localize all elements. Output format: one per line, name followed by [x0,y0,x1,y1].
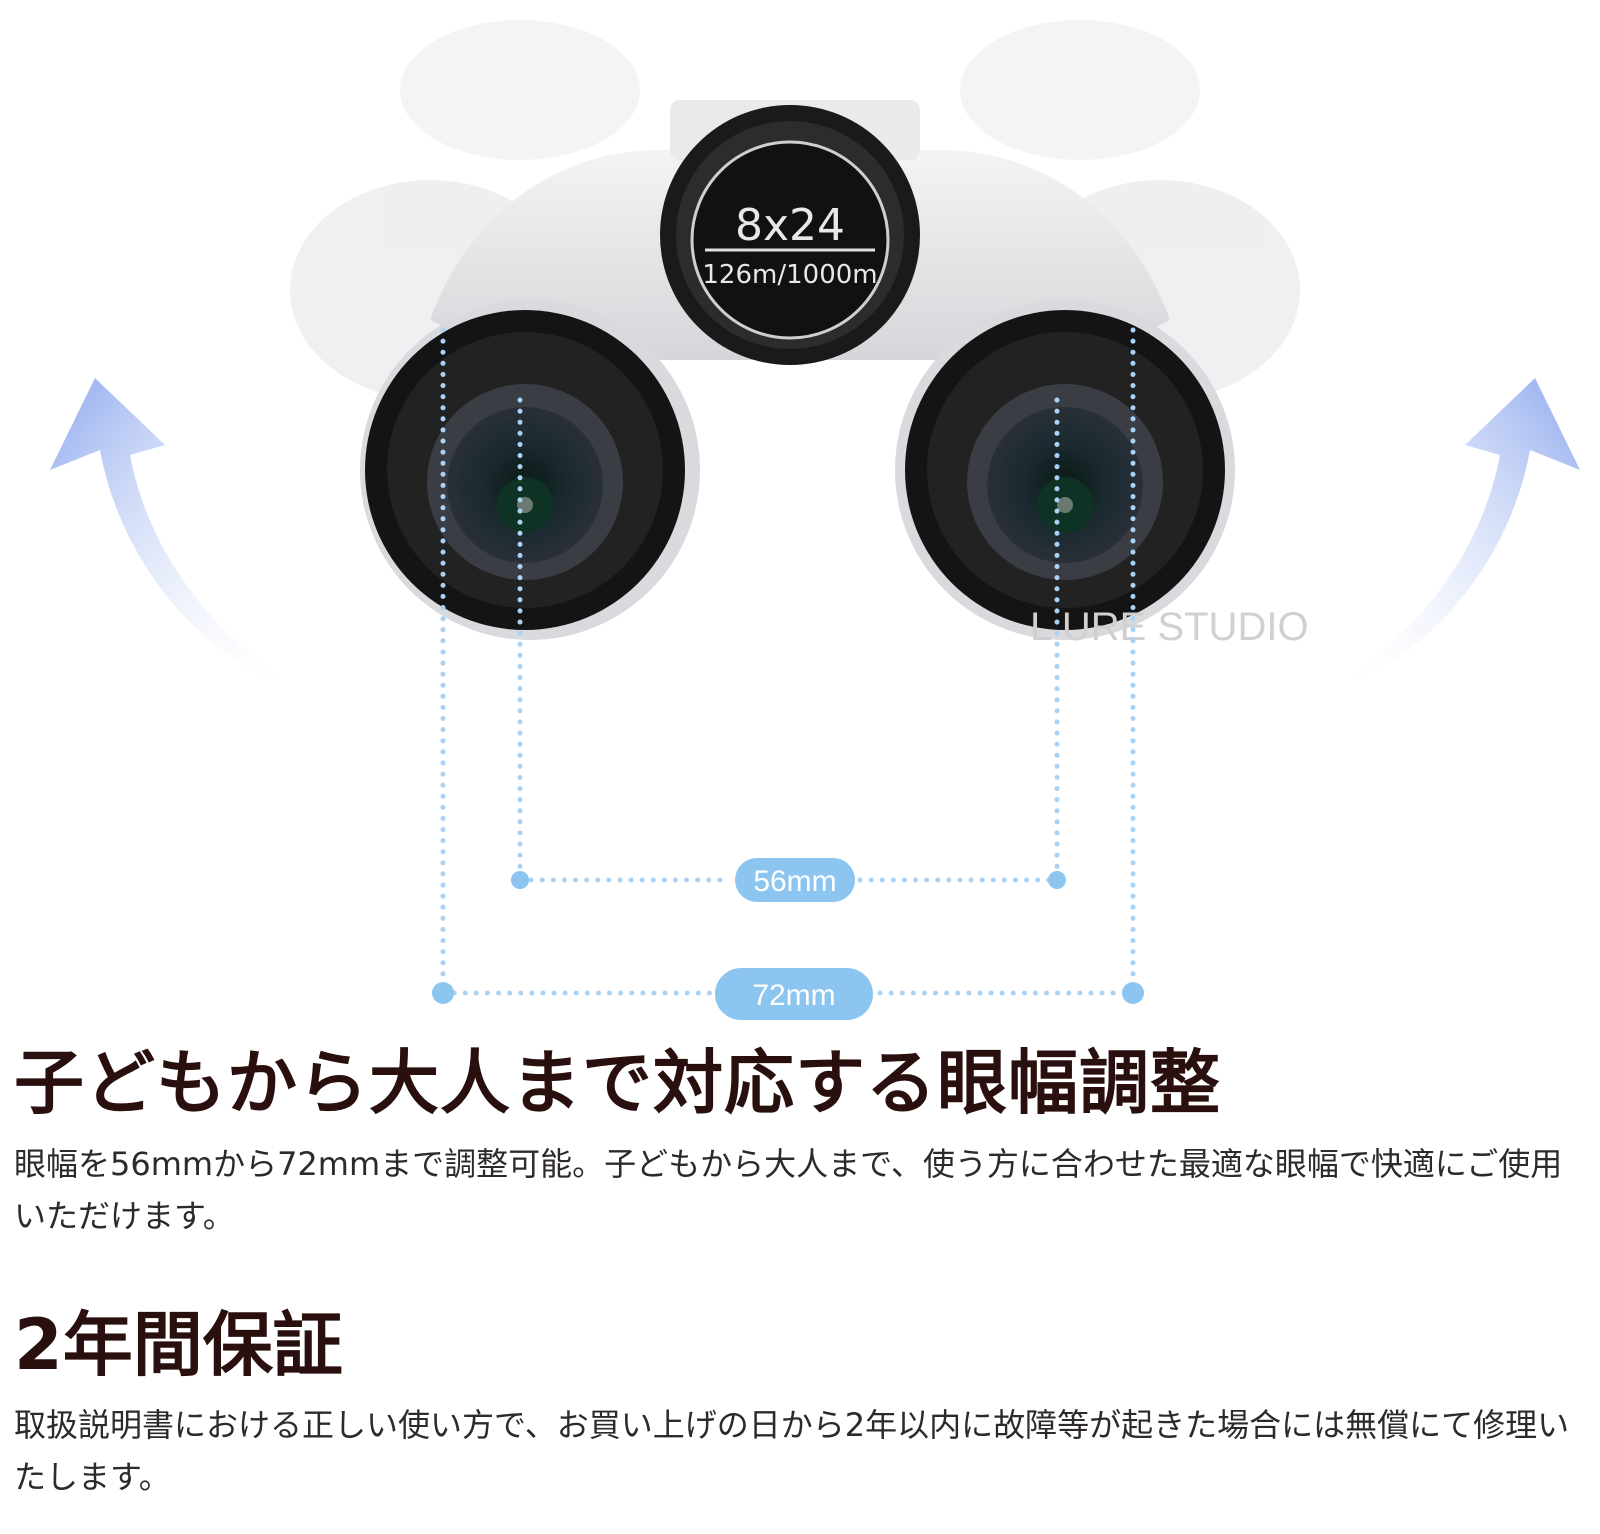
binoculars-figure: 8x24 126m/1000m L URE STUDIO [50,20,1580,1020]
min-eye-width-badge: 56mm [735,858,855,902]
dimension-lines [440,327,1136,996]
right-arrow-icon [1330,378,1580,690]
section-body-eye-width: 眼幅を56mmから72mmまで調整可能。子どもから大人まで、使う方に合わせた最適… [14,1145,1563,1235]
cap-field-of-view: 126m/1000m [702,260,877,290]
watermark-text: L URE STUDIO [1030,605,1309,649]
section-heading-warranty: 2年間保証 [14,1304,343,1386]
min-eye-width-label: 56mm [753,865,836,898]
left-arrow-icon [50,378,300,690]
max-eye-width-label: 72mm [752,979,835,1012]
cap-magnification: 8x24 [735,200,845,251]
binoculars-illustration: 8x24 126m/1000m L URE STUDIO [50,20,1580,1020]
left-eyepiece [360,300,700,640]
section-body-warranty: 取扱説明書における正しい使い方で、お買い上げの日から2年以内に故障等が起きた場合… [14,1406,1570,1496]
focus-knob: 8x24 126m/1000m [660,105,920,365]
right-eyepiece [895,300,1235,640]
section-heading-eye-width: 子どもから大人まで対応する眼幅調整 [14,1042,1221,1124]
max-eye-width-badge: 72mm [715,968,873,1020]
